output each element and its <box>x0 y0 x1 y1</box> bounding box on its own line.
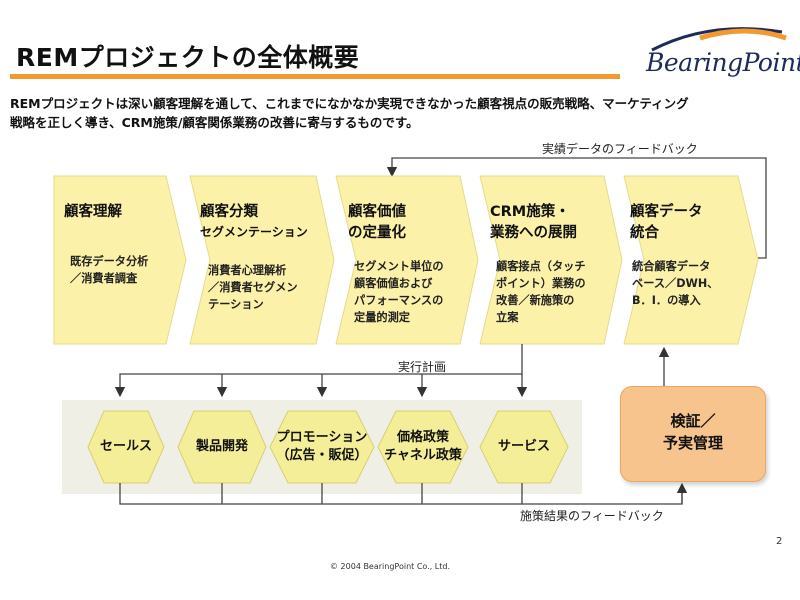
step-3-desc-3: パフォーマンスの <box>354 294 444 307</box>
step-5-title-1: 顧客データ <box>630 204 703 220</box>
step-3-text: 顧客価値 の定量化 セグメント単位の 顧客価値および パフォーマンスの 定量的測… <box>348 202 444 326</box>
step-3-desc-4: 定量的測定 <box>354 311 410 324</box>
step-2-text: 顧客分類 セグメンテーション 消費者心理解析 ／消費者セグメン テーション <box>200 202 308 313</box>
step-4-desc-1: 顧客接点（タッチ <box>496 260 586 273</box>
step-4-title-1: CRM施策・ <box>490 204 570 220</box>
action-hex-5 <box>479 410 569 484</box>
verify-label: 検証／ 予実管理 <box>620 410 766 454</box>
feedback-bottom-lines <box>119 483 683 505</box>
step-chevron-1 <box>53 175 187 345</box>
action-hex-4 <box>377 410 469 484</box>
step-1-title: 顧客理解 <box>64 204 122 220</box>
action-hex-2 <box>177 410 267 484</box>
verify-label-2: 予実管理 <box>662 434 723 452</box>
action-label-promotion-2: （広告・販促） <box>276 448 368 463</box>
action-label-promotion-1: プロモーション <box>276 430 368 445</box>
step-2-desc-1: 消費者心理解析 <box>208 264 287 277</box>
step-2-subtitle: セグメンテーション <box>200 225 308 239</box>
step-1-desc-2: ／消費者調査 <box>70 272 138 285</box>
step-5-title-2: 統合 <box>630 225 659 241</box>
step-5-desc-2: ベース／DWH、 <box>632 277 719 290</box>
verify-label-1: 検証／ <box>670 412 716 430</box>
title-underline <box>10 74 620 79</box>
feedback-top-label: 実績データのフィードバック <box>542 142 698 156</box>
company-logo: BearingPoint <box>646 48 800 77</box>
step-chevron-4 <box>479 175 623 345</box>
step-4-title-2: 業務への展開 <box>490 225 577 241</box>
step-3-title-2: の定量化 <box>348 225 406 241</box>
step-2-desc-3: テーション <box>208 298 264 311</box>
page-title: REMプロジェクトの全体概要 <box>16 43 360 72</box>
step-5-desc-1: 統合顧客データ <box>632 260 711 273</box>
intro-line-2: 戦略を正しく導き、CRM施策/顧客関係業務の改善に寄与するものです。 <box>10 115 419 130</box>
step-5-text: 顧客データ 統合 統合顧客データ ベース／DWH、 B．I．の導入 <box>630 202 718 309</box>
step-4-desc-3: 改善／新施策の <box>496 294 575 307</box>
step-1-desc-1: 既存データ分析 <box>70 255 149 268</box>
feedback-bottom-label: 施策結果のフィードバック <box>520 509 664 523</box>
intro-line-1: REMプロジェクトは深い顧客理解を通して、これまでになかなか実現できなかった顧客… <box>10 96 689 111</box>
step-1-text: 顧客理解 既存データ分析 ／消費者調査 <box>64 202 148 287</box>
page-number: 2 <box>776 536 783 547</box>
action-label-service: サービス <box>497 439 550 454</box>
action-hex-1 <box>87 410 165 484</box>
step-2-title: 顧客分類 <box>200 204 258 220</box>
plan-arrow-sales <box>114 344 523 398</box>
step-2-desc-2: ／消費者セグメン <box>208 281 298 294</box>
verify-box <box>620 386 766 482</box>
step-chevron-3 <box>335 175 479 345</box>
intro-text: REMプロジェクトは深い顧客理解を通して、これまでになかなか実現できなかった顧客… <box>10 94 780 132</box>
step-chevron-5 <box>623 175 759 345</box>
step-5-desc-3: B．I．の導入 <box>632 294 701 307</box>
step-4-desc-4: 立案 <box>496 311 519 324</box>
action-label-pricing: 価格政策 チャネル政策 <box>378 429 468 465</box>
step-3-desc-1: セグメント単位の <box>354 260 444 273</box>
step-4-desc-2: ポイント）業務の <box>496 277 586 290</box>
action-label-promotion: プロモーション （広告・販促） <box>270 429 374 465</box>
action-label-product: 製品開発 <box>195 439 248 454</box>
action-label-sales: セールス <box>99 439 152 454</box>
step-chevron-2 <box>189 175 335 345</box>
logo-arc-icon <box>651 27 787 52</box>
action-hex-3 <box>269 410 375 484</box>
plan-label: 実行計画 <box>398 360 447 374</box>
step-3-title-1: 顧客価値 <box>348 204 406 220</box>
action-label-pricing-1: 価格政策 <box>396 430 449 445</box>
step-3-desc-2: 顧客価値および <box>354 277 433 290</box>
step-4-text: CRM施策・ 業務への展開 顧客接点（タッチ ポイント）業務の 改善／新施策の … <box>490 202 586 326</box>
action-label-pricing-2: チャネル政策 <box>384 448 462 463</box>
copyright: © 2004 BearingPoint Co., Ltd. <box>330 562 451 571</box>
